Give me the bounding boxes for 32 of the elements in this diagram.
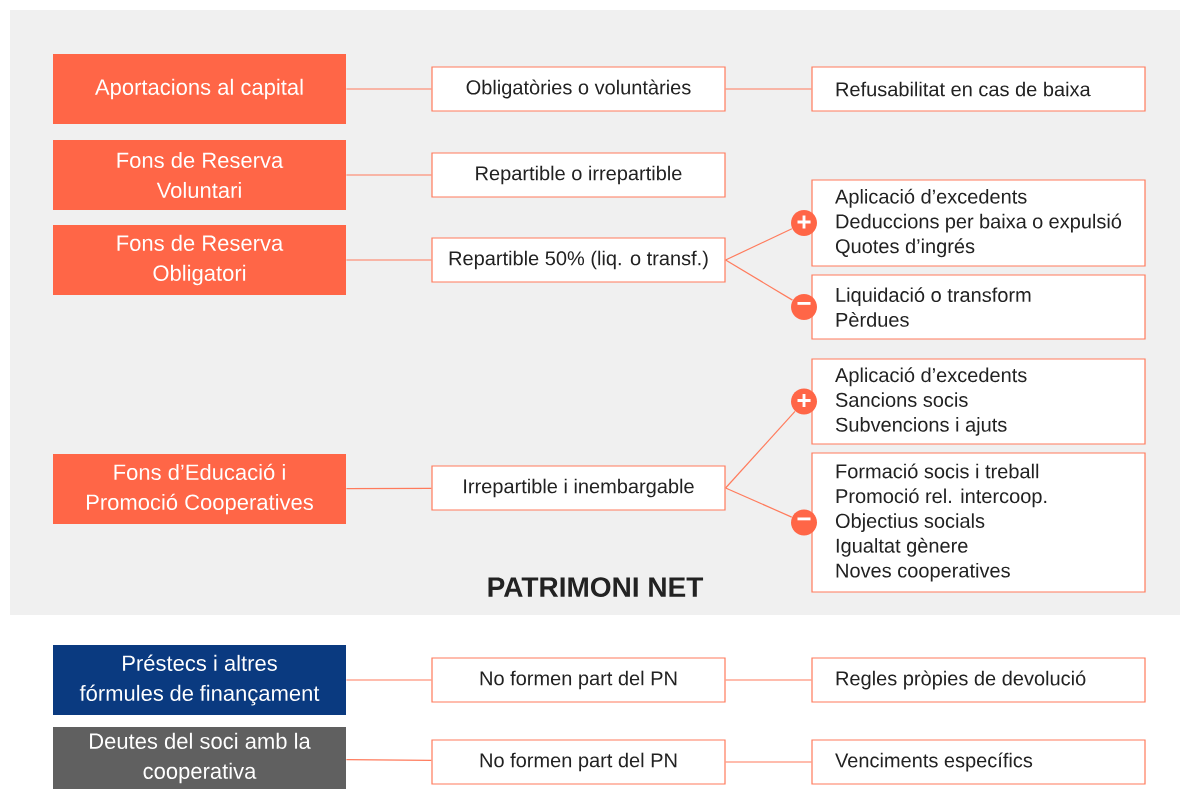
connector-line	[725, 259, 794, 301]
connector-line	[725, 679, 812, 681]
property-box: No formen part del PN	[431, 657, 726, 703]
connector-line	[345, 487, 432, 490]
connector-line	[725, 88, 812, 90]
connector-line	[345, 174, 432, 176]
property-box: Repartible 50% (liq. o transf.)	[431, 237, 726, 283]
list-box: Aplicació d’excedents Sancions socis Subvencions i ajuts	[811, 358, 1146, 445]
category-box: Préstecs i altres fórmules de finançament	[53, 645, 346, 715]
list-box: Formació socis i treball Promoció rel. intercoop. Objectius socials Igualtat gènere Noves cooperatives	[811, 452, 1146, 593]
connector-line	[345, 88, 432, 90]
list-box: Liquidació o transform Pèrdues	[811, 274, 1146, 340]
property-box: Irrepartible i inembargable	[431, 465, 726, 511]
list-box: Venciments específics	[811, 739, 1146, 785]
category-box: Deutes del soci amb la cooperativa	[53, 727, 346, 789]
property-box: Repartible o irrepartible	[431, 152, 726, 198]
category-box: Fons de Reserva Obligatori	[53, 225, 346, 295]
connector-line	[725, 761, 812, 763]
category-box: Fons de Reserva Voluntari	[53, 140, 346, 210]
connector-line	[345, 758, 432, 762]
connector-line	[725, 228, 793, 261]
property-box: No formen part del PN	[431, 739, 726, 785]
property-box: Obligatòries o voluntàries	[431, 66, 726, 112]
list-box: Regles pròpies de devolució	[811, 657, 1146, 703]
list-box: Aplicació d’excedents Deduccions per baixa o expulsió Quotes d’ingrés	[811, 179, 1146, 267]
connector-line	[345, 679, 432, 681]
connector-line	[345, 259, 432, 261]
connector-line	[725, 487, 793, 518]
category-box: Aportacions al capital	[53, 54, 346, 124]
category-box: Fons d’Educació i Promoció Cooperatives	[53, 454, 346, 524]
list-box: Refusabilitat en cas de baixa	[811, 66, 1146, 112]
connector-line	[725, 410, 796, 489]
